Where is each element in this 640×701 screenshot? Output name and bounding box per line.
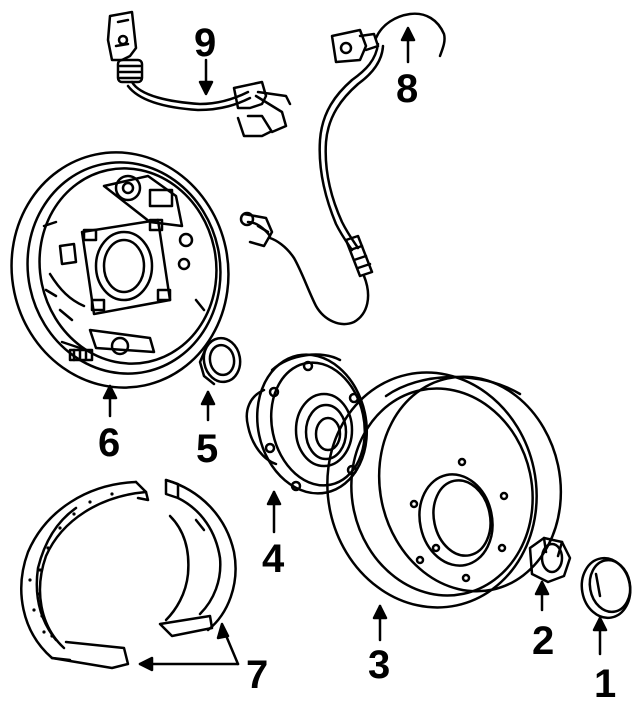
- callout-labels: 1 2 3 4 5 6 7 8 9: [98, 21, 616, 701]
- callout-4: 4: [262, 537, 285, 581]
- callout-8: 8: [396, 67, 418, 111]
- hub-nut-illustration: [528, 536, 572, 584]
- callout-8-arrow: [400, 26, 416, 64]
- hub-illustration: [245, 353, 369, 495]
- callout-1-arrow: [592, 616, 608, 656]
- callout-3: 3: [368, 643, 390, 687]
- seal-illustration: [198, 336, 242, 386]
- callout-3-arrow: [372, 604, 388, 642]
- callout-6: 6: [98, 421, 120, 465]
- brake-shoes-illustration: [20, 478, 237, 670]
- callout-9-arrow: [198, 58, 214, 96]
- callout-5: 5: [196, 427, 218, 471]
- callout-5-arrow: [200, 390, 216, 422]
- abs-sensor-illustration: [239, 12, 446, 326]
- callout-1: 1: [594, 662, 616, 701]
- dust-cap-illustration: [580, 556, 632, 620]
- callout-2-arrow: [534, 580, 550, 612]
- callout-7: 7: [246, 653, 268, 697]
- callout-4-arrow: [266, 490, 282, 534]
- backing-plate-illustration: [10, 151, 230, 389]
- callout-7-arrows: [138, 622, 240, 672]
- callout-6-arrow: [102, 384, 118, 418]
- callout-2: 2: [532, 619, 554, 663]
- callout-9: 9: [194, 21, 216, 65]
- brake-drum-illustration: [326, 371, 563, 609]
- brake-hose-illustration: [106, 10, 292, 138]
